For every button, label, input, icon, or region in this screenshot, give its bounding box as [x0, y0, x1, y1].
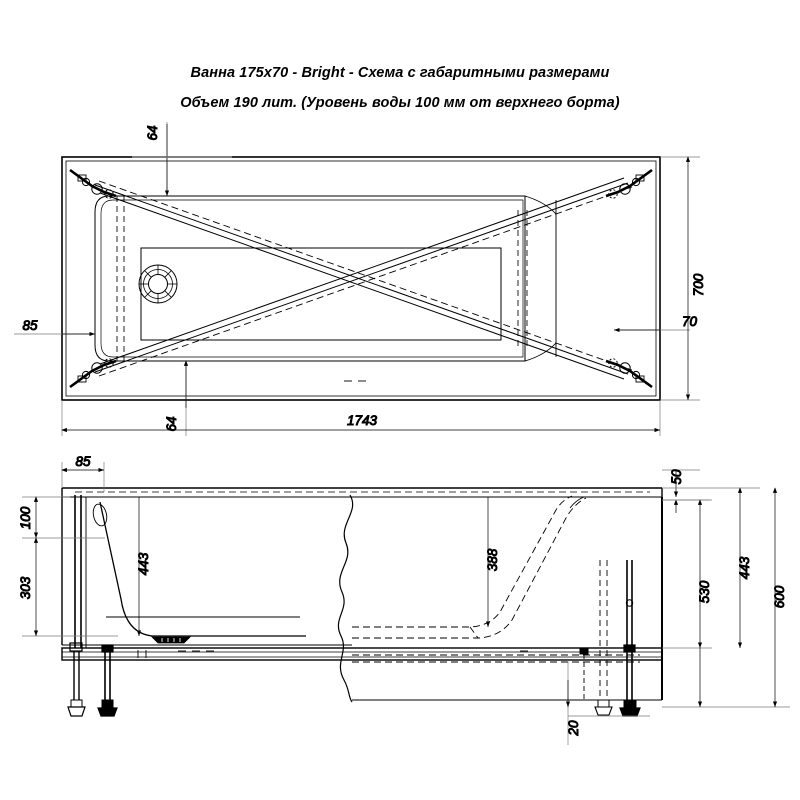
corner-bracket-br [605, 358, 653, 389]
elev-leg-left-inner [97, 644, 118, 717]
elev-right-hardware [579, 647, 589, 700]
label-plan-64-bottom: 64 [164, 416, 179, 431]
elev-inner-profile [92, 501, 306, 637]
elev-frame-rail [61, 647, 663, 661]
title-block: Ванна 175х70 - Bright - Схема с габаритн… [0, 58, 800, 118]
elev-drain-fitting [151, 636, 191, 644]
label-elev-388: 388 [485, 548, 500, 571]
side-elevation-view: 85 100 303 443 388 50 530 443 600 20 [18, 454, 790, 745]
plan-bottom-pan [140, 247, 502, 341]
label-plan-64-top: 64 [145, 125, 160, 140]
elev-left-apron [74, 495, 87, 648]
elev-body-outline [61, 497, 663, 701]
plan-backrest-lines [524, 195, 557, 362]
elev-dimensions [22, 462, 790, 745]
plan-hidden-lines [116, 196, 528, 361]
label-elev-600: 600 [772, 585, 787, 608]
plan-frame-braces [94, 177, 633, 380]
plan-dimension-labels: 64 64 85 70 700 1743 [22, 125, 707, 432]
plan-corner-brackets [69, 168, 653, 389]
corner-bracket-tl [69, 168, 117, 199]
elev-break-line [337, 494, 354, 703]
elev-leg-left-outer [67, 642, 86, 717]
label-elev-85: 85 [75, 454, 91, 469]
elev-right-slope [569, 496, 585, 509]
corner-bracket-tr [605, 168, 653, 199]
label-plan-700: 700 [691, 273, 706, 296]
elev-rim-slab [61, 487, 663, 498]
elev-dimension-labels: 85 100 303 443 388 50 530 443 600 20 [18, 454, 788, 738]
elev-leg-right-outer [594, 560, 613, 716]
label-elev-530: 530 [697, 580, 712, 603]
elev-hidden-profile [352, 495, 640, 663]
plan-dimensions [14, 122, 700, 436]
plan-outer-rim [61, 156, 661, 401]
label-elev-20: 20 [566, 720, 581, 737]
label-elev-443-right: 443 [737, 556, 752, 579]
label-elev-303: 303 [18, 576, 33, 599]
corner-bracket-bl [69, 358, 117, 389]
elev-leg-right-inner [619, 560, 641, 717]
label-plan-85: 85 [22, 318, 38, 333]
drain-icon [138, 264, 178, 304]
label-plan-70: 70 [682, 314, 698, 329]
label-elev-50: 50 [669, 469, 684, 485]
label-plan-1743: 1743 [347, 413, 378, 428]
label-elev-100: 100 [18, 506, 33, 529]
title-line-1: Ванна 175х70 - Bright - Схема с габаритн… [190, 65, 610, 81]
title-line-2: Объем 190 лит. (Уровень воды 100 мм от в… [180, 95, 620, 111]
plan-view: 64 64 85 70 700 1743 [14, 122, 707, 436]
plan-inner-bowl [94, 195, 526, 362]
label-elev-443-left: 443 [136, 552, 151, 575]
